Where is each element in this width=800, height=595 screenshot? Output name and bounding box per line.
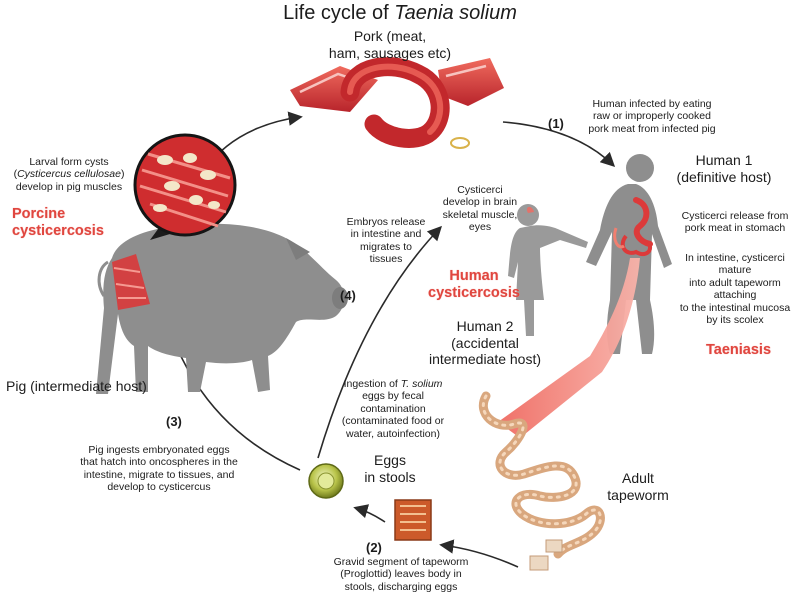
step-4-label: (4) <box>340 288 356 303</box>
human-infected-label: Human infected by eating raw or improper… <box>588 98 716 135</box>
ingestion-label: Ingestion of T. solium eggs by fecal con… <box>341 378 445 440</box>
human1-label: Human 1 (definitive host) <box>676 152 772 185</box>
arrow-segment-to-eggs <box>353 504 386 523</box>
human-cysticercosis-label: Human cysticercosis <box>428 268 520 302</box>
intestine-mature-label: In intestine, cysticerci mature into adu… <box>679 252 791 326</box>
pork-label: Pork (meat, ham, sausages etc) <box>328 28 452 61</box>
human1-silhouette <box>586 154 672 354</box>
human2-label: Human 2 (accidental intermediate host) <box>428 318 542 368</box>
arrow-pork-to-human1 <box>502 121 616 168</box>
pig-silhouette <box>96 223 348 394</box>
pork-meat-illustration <box>290 57 504 149</box>
egg-illustration <box>308 463 344 499</box>
arrow-proglottid-to-segment <box>439 539 519 568</box>
eggs-label: Eggs in stools <box>364 452 416 485</box>
step-2-label: (2) <box>366 540 382 555</box>
adult-tapeworm-illustration <box>478 391 605 571</box>
larval-cysts-label: Larval form cysts (Cysticercus cellulosa… <box>13 156 125 193</box>
embryos-release-label: Embryos release in intestine and migrate… <box>346 216 426 266</box>
porcine-cysticercosis-label: Porcine cysticercosis <box>12 206 104 240</box>
step-3-label: (3) <box>166 414 182 429</box>
muscle-cyst-magnifier <box>133 133 237 240</box>
adult-tapeworm-label: Adult tapeworm <box>607 470 669 503</box>
cysticerci-release-label: Cysticerci release from pork meat in sto… <box>681 210 789 235</box>
human2-silhouette <box>508 204 588 336</box>
pig-host-label: Pig (intermediate host) <box>6 378 147 394</box>
gravid-segment-label: Gravid segment of tapeworm (Proglottid) … <box>333 556 469 593</box>
page-title: Life cycle of Taenia solium <box>283 2 517 24</box>
pig-ingests-label: Pig ingests embryonated eggs that hatch … <box>80 444 238 494</box>
proglottid-illustration <box>394 499 432 541</box>
taeniasis-label: Taeniasis <box>706 342 772 358</box>
cysticerci-develop-label: Cysticerci develop in brain skeletal mus… <box>442 184 518 234</box>
arrow-eggs-to-human2 <box>317 225 442 459</box>
step-1-label: (1) <box>548 116 564 131</box>
